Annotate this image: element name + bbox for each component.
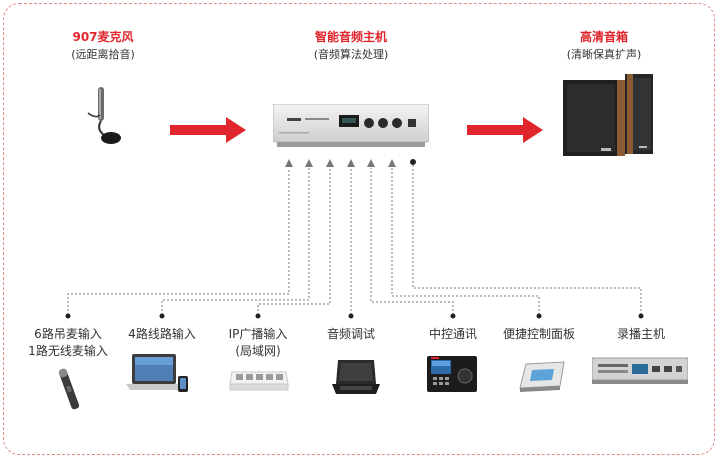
label-audio-debug-line1: 音频调试 (326, 327, 376, 341)
microphone-title: 907麦克风 (72, 30, 134, 44)
laptop-icon (126, 354, 188, 392)
label-ceiling-mic-line1: 6路吊麦输入 (34, 327, 102, 341)
speaker-icon (563, 74, 653, 156)
label-control-panel: 便捷控制面板 (503, 326, 575, 343)
label-audio-debug: 音频调试 (327, 326, 375, 343)
label-control-panel-line1: 便捷控制面板 (502, 327, 576, 341)
label-central-control: 中控通讯 (429, 326, 477, 343)
network-switch-icon (229, 371, 289, 391)
connector-recording-host (412, 164, 642, 315)
label-ip-broadcast-line2: (局域网) (235, 344, 281, 358)
laptop-debug-icon (332, 360, 380, 394)
label-ip-broadcast: IP广播输入 (局域网) (229, 326, 288, 360)
host-subtitle: (音频算法处理) (313, 48, 389, 61)
diagram-frame (3, 3, 715, 455)
microphone-subtitle: (远距离拾音) (71, 48, 135, 61)
label-ip-broadcast-line1: IP广播输入 (228, 327, 288, 341)
audio-host-icon (273, 104, 429, 147)
label-line-input-line1: 4路线路输入 (128, 327, 196, 341)
connector-line-input (161, 168, 310, 315)
label-recording-host-line1: 录播主机 (616, 327, 666, 341)
control-panel-icon (519, 361, 565, 392)
connector-ip-broadcast (257, 168, 331, 315)
connector-central-control (370, 168, 454, 315)
speaker-subtitle: (清晰保真扩声) (566, 48, 642, 61)
label-line-input: 4路线路输入 (128, 326, 196, 343)
arrow-host-to-speaker (467, 117, 543, 143)
central-control-icon (427, 356, 477, 392)
connector-control-panel (391, 168, 540, 315)
arrow-mic-to-host (170, 117, 246, 143)
label-ceiling-mic: 6路吊麦输入 1路无线麦输入 (28, 326, 108, 360)
label-ceiling-mic-line2: 1路无线麦输入 (28, 344, 108, 358)
label-recording-host: 录播主机 (617, 326, 665, 343)
wireless-mic-icon (58, 368, 80, 410)
label-central-control-line1: 中控通讯 (428, 327, 478, 341)
host-title: 智能音频主机 (314, 30, 388, 44)
microphone-icon (87, 87, 121, 144)
connector-ceiling-mic (67, 168, 290, 315)
speaker-title: 高清音箱 (579, 30, 629, 44)
recording-host-icon (592, 357, 688, 384)
